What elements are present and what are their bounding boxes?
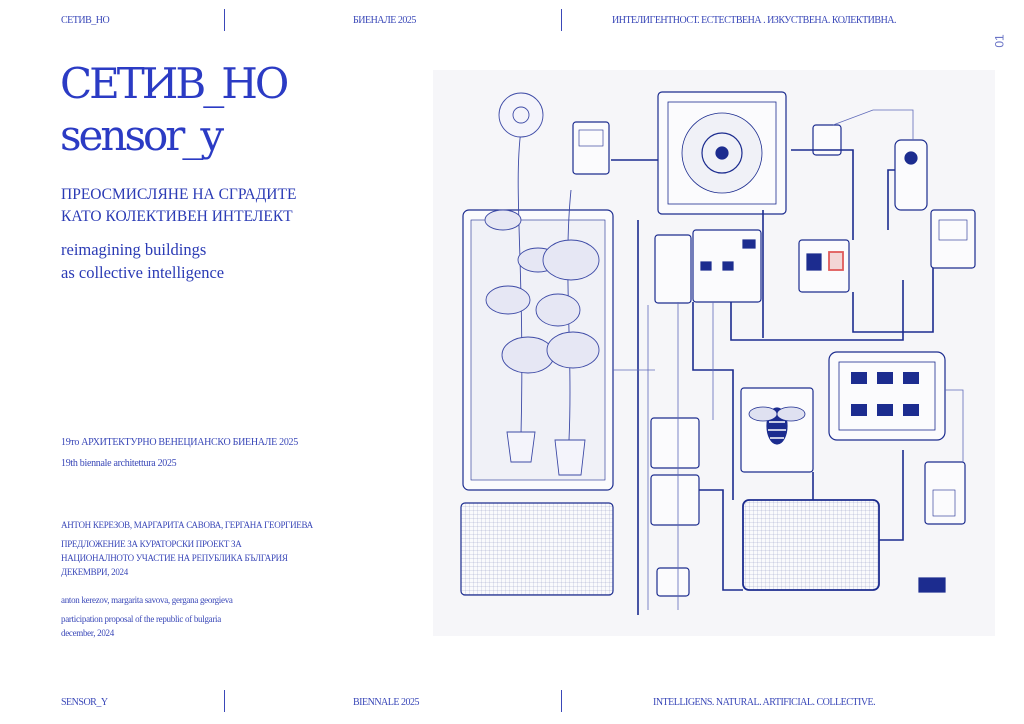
bee-icon xyxy=(748,406,806,445)
header-divider-1 xyxy=(224,9,225,31)
highlight-marker xyxy=(828,251,844,271)
proposal-en: participation proposal of the republic o… xyxy=(61,614,221,624)
subtitle-en-line2: as collective intelligence xyxy=(61,263,225,282)
subtitle-bg-line2: КАТО КОЛЕКТИВЕН ИНТЕЛЕКТ xyxy=(61,208,293,225)
title-bg: СЕТИВ_НО xyxy=(60,59,289,108)
subtitle-bg: ПРЕОСМИСЛЯНЕ НА СГРАДИТЕ КАТО КОЛЕКТИВЕН… xyxy=(61,184,296,228)
page-number: 01 xyxy=(992,34,1007,48)
event-en: 19th biennale architettura 2025 xyxy=(61,458,177,469)
system-illustration xyxy=(433,70,995,636)
header-left: СЕТИВ_НО xyxy=(61,15,110,26)
header-divider-2 xyxy=(561,9,562,31)
footer-divider-2 xyxy=(561,690,562,712)
battery-unit xyxy=(742,499,880,591)
authors-en: anton kerezov, margarita savova, gergana… xyxy=(61,595,233,605)
subtitle-en-line1: reimagining buildings xyxy=(61,240,207,259)
subtitle-bg-line1: ПРЕОСМИСЛЯНЕ НА СГРАДИТЕ xyxy=(61,186,297,203)
proposal-bg-line2: НАЦИОНАЛНОТО УЧАСТИЕ НА РЕПУБЛИКА БЪЛГАР… xyxy=(61,553,288,563)
date-en: december, 2024 xyxy=(61,628,114,638)
title-en: sensor_y xyxy=(60,111,224,160)
footer-center: BIENNALE 2025 xyxy=(353,697,420,708)
date-bg: ДЕКЕМВРИ, 2024 xyxy=(61,567,128,577)
proposal-bg-line1: ПРЕДЛОЖЕНИЕ ЗА КУРАТОРСКИ ПРОЕКТ ЗА xyxy=(61,539,242,549)
authors-bg: АНТОН КЕРЕЗОВ, МАРГАРИТА САВОВА, ГЕРГАНА… xyxy=(61,520,313,530)
footer-left: SENSOR_Y xyxy=(61,697,108,708)
event-bg: 19то АРХИТЕКТУРНО ВЕНЕЦИАНСКО БИЕНАЛЕ 20… xyxy=(61,437,298,448)
sensor-device xyxy=(572,121,610,175)
footer-right: INTELLIGENS. NATURAL. ARTIFICIAL. COLLEC… xyxy=(653,697,876,708)
screen-panel xyxy=(828,351,946,441)
grille-unit xyxy=(460,502,614,596)
footer-divider-1 xyxy=(224,690,225,712)
flower-icon xyxy=(484,92,600,476)
header-right: ИНТЕЛИГЕНТНОСТ. ЕСТЕСТВЕНА . ИЗКУСТВЕНА.… xyxy=(612,15,897,26)
header-center: БИЕНАЛЕ 2025 xyxy=(353,15,416,26)
subtitle-en: reimagining buildings as collective inte… xyxy=(61,238,224,284)
illustration-svg xyxy=(460,91,976,615)
